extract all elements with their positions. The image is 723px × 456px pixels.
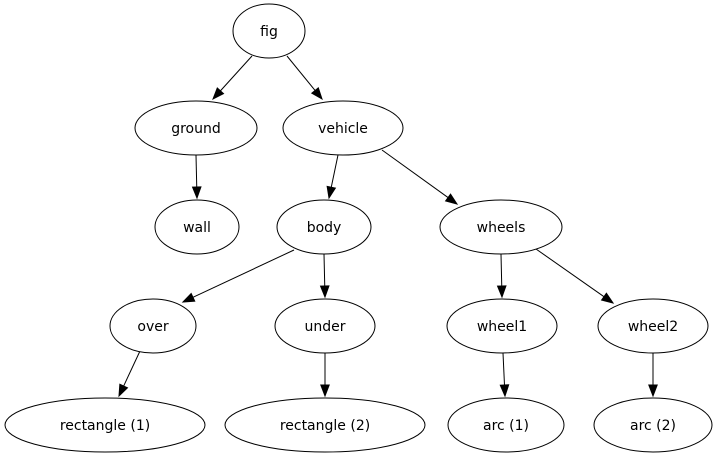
node-ellipse[interactable] [282,100,404,156]
graph-edge [381,149,459,205]
graph-node[interactable]: wall [154,199,240,255]
edge-arrowhead-icon [600,292,615,304]
node-ellipse[interactable] [154,199,240,255]
graph-node[interactable]: wheels [439,199,563,255]
node-ellipse[interactable] [274,298,376,354]
edge-arrowhead-icon [310,86,323,101]
edge-arrowhead-icon [320,384,330,398]
graph-node[interactable]: fig [232,3,306,59]
edge-line [286,55,316,91]
edge-arrowhead-icon [648,384,658,398]
edge-arrowhead-icon [444,193,459,205]
edge-line [381,149,449,198]
graph-node[interactable]: arc (1) [447,397,565,453]
edge-arrowhead-icon [118,383,129,398]
edge-line [500,253,503,287]
graph-node[interactable]: under [274,298,376,354]
node-ellipse[interactable] [276,199,372,255]
graph-node[interactable]: rectangle (2) [224,397,426,453]
edge-arrowhead-icon [212,87,225,101]
edge-line [123,350,141,387]
graph-node[interactable]: wheel2 [597,298,709,354]
node-ellipse[interactable] [4,397,206,453]
graph-edge [191,154,202,200]
graph-edge [319,253,330,299]
edge-line [330,154,339,188]
edge-line [192,249,295,298]
edge-line [535,248,605,298]
graph-edge [535,248,615,304]
graph-node[interactable]: over [109,298,197,354]
edge-arrowhead-icon [191,186,202,200]
edge-arrowhead-icon [499,384,510,398]
node-ellipse[interactable] [597,298,709,354]
graph-edge [286,55,323,101]
graph-edge [320,353,330,398]
node-ellipse[interactable] [439,199,563,255]
nodes-layer: fig ground vehicle wall body wheels over under w… [4,3,713,453]
graph-node[interactable]: rectangle (1) [4,397,206,453]
graph-node[interactable]: body [276,199,372,255]
node-ellipse[interactable] [232,3,306,59]
graph-edge [496,253,507,299]
edge-line [323,253,326,287]
edges-layer [118,55,658,398]
graph-node[interactable]: ground [134,100,258,156]
node-ellipse[interactable] [446,298,558,354]
edge-line [502,352,505,386]
graph-edge [118,350,141,398]
graph-edge [499,352,510,398]
node-ellipse[interactable] [593,397,713,453]
edge-arrowhead-icon [496,285,507,299]
edge-arrowhead-icon [326,185,337,200]
node-ellipse[interactable] [109,298,197,354]
graph-node[interactable]: vehicle [282,100,404,156]
edge-arrowhead-icon [181,292,196,303]
node-ellipse[interactable] [447,397,565,453]
node-ellipse[interactable] [134,100,258,156]
edge-line [195,154,198,188]
node-ellipse[interactable] [224,397,426,453]
edge-line [220,55,253,92]
graph-edge [181,249,295,303]
edge-arrowhead-icon [319,285,330,299]
graph-node[interactable]: wheel1 [446,298,558,354]
graph-edge [648,353,658,398]
graph-node[interactable]: arc (2) [593,397,713,453]
graph-edge [212,55,253,101]
graph-edge [326,154,339,200]
